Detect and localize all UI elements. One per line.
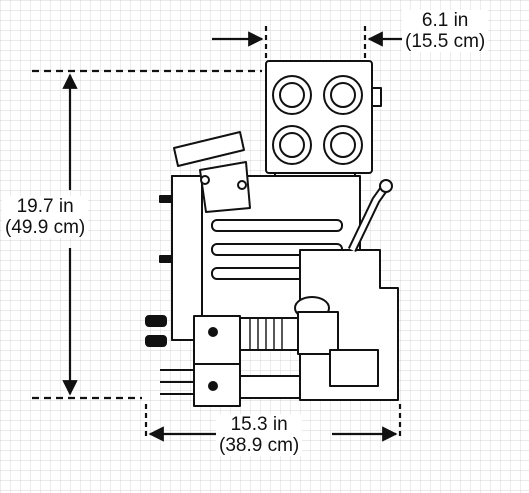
height-metric: (49.9 cm) xyxy=(5,217,86,238)
control-block xyxy=(193,315,241,365)
height-dimension-label: 19.7 in (49.9 cm) xyxy=(2,196,89,238)
depth-metric: (38.9 cm) xyxy=(219,435,300,456)
width-metric: (15.5 cm) xyxy=(405,31,486,52)
depth-dimension-label: 15.3 in (38.9 cm) xyxy=(216,414,303,456)
height-imperial: 19.7 in xyxy=(16,196,74,217)
width-dimension-label: 6.1 in (15.5 cm) xyxy=(402,10,489,52)
depth-imperial: 15.3 in xyxy=(230,414,288,435)
dimension-lines xyxy=(32,26,406,442)
mounting-studs xyxy=(145,195,173,347)
machine-outline xyxy=(145,60,399,407)
width-imperial: 6.1 in xyxy=(421,10,469,31)
port-circles xyxy=(272,75,363,165)
handle xyxy=(173,131,245,167)
